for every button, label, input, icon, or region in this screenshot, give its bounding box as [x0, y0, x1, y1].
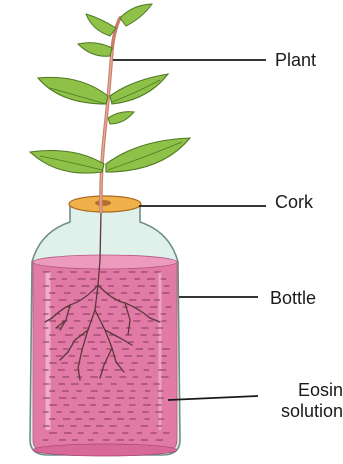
bottle-label: Bottle: [270, 288, 316, 309]
eosin-label-line1: Eosin: [256, 380, 343, 401]
cork-hole: [95, 200, 111, 206]
leaf: [108, 112, 134, 124]
cork: [69, 196, 141, 212]
bottle-bottom: [33, 444, 177, 456]
leaf: [38, 77, 108, 104]
leaf: [106, 138, 190, 172]
leaf: [120, 4, 152, 26]
leaf: [78, 43, 112, 57]
eosin-label-line2: solution: [256, 401, 343, 422]
leaf: [86, 14, 116, 36]
eosin-solution-label: Eosin solution: [256, 380, 343, 422]
eosin-leader-line: [168, 396, 258, 400]
solution-surface: [33, 255, 177, 269]
plant-label: Plant: [275, 50, 316, 71]
cork-label: Cork: [275, 192, 313, 213]
